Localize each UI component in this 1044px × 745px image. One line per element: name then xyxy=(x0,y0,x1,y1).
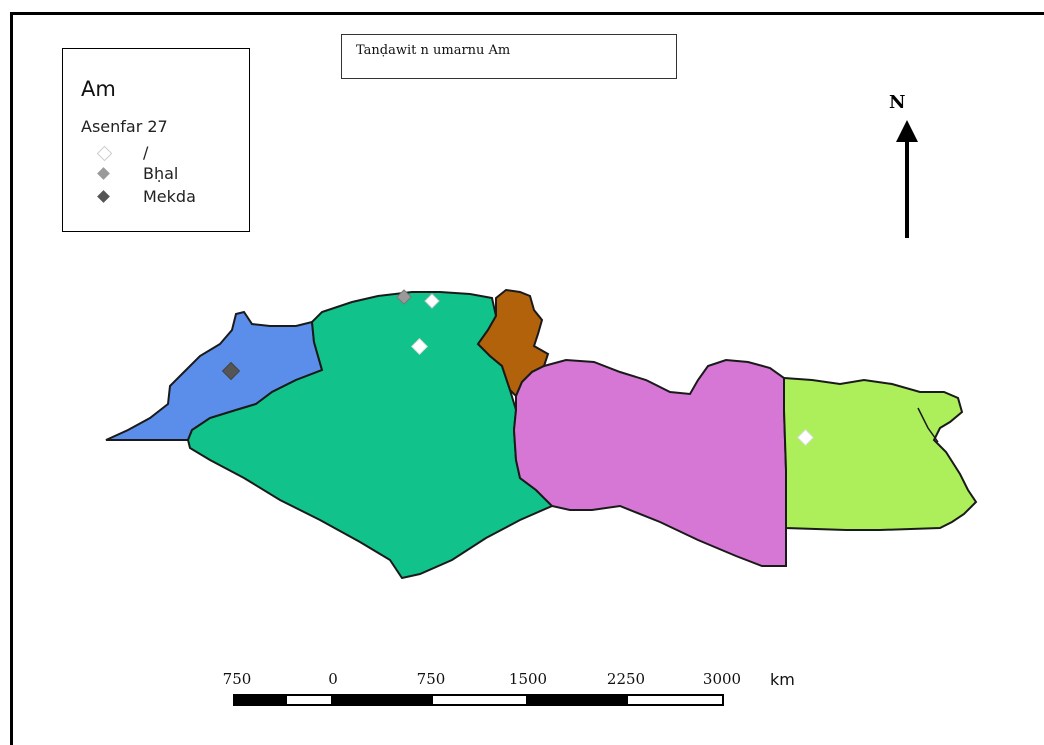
marker-none-1[interactable] xyxy=(424,293,440,309)
marker-bhal[interactable] xyxy=(396,289,412,305)
map-title: Tanḍawit n umarnu Am xyxy=(356,43,511,58)
marker-none-2[interactable] xyxy=(411,338,428,355)
gray-diamond-icon xyxy=(97,167,110,180)
legend-item-label: Bḥal xyxy=(143,164,179,183)
north-arrow-head xyxy=(896,120,918,142)
country-libya[interactable] xyxy=(512,358,787,567)
legend-subtitle: Asenfar 27 xyxy=(81,117,168,136)
map-frame xyxy=(10,12,1044,745)
white-diamond-icon xyxy=(96,145,113,162)
legend-title: Am xyxy=(81,77,116,101)
map-markers xyxy=(221,289,814,446)
map-title-box: Tanḍawit n umarnu Am xyxy=(341,34,677,79)
legend-item-label: / xyxy=(143,143,149,162)
dark-diamond-icon xyxy=(97,190,110,203)
north-label: N xyxy=(889,92,906,113)
country-egypt[interactable] xyxy=(783,376,978,531)
legend-item-label: Mekda xyxy=(143,187,196,206)
gulf-line xyxy=(917,407,939,443)
marker-none-3[interactable] xyxy=(797,429,814,446)
north-arrow xyxy=(896,120,918,238)
legend: Am Asenfar 27 / Bḥal Mekda xyxy=(62,48,250,232)
marker-mekda[interactable] xyxy=(221,361,241,381)
north-indicator: N xyxy=(870,92,950,242)
